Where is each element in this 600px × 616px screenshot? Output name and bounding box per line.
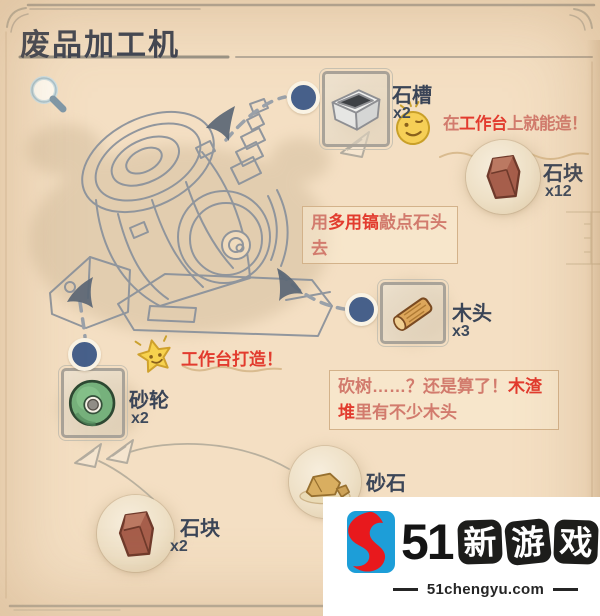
item-stone-block-big[interactable] bbox=[466, 140, 540, 214]
tip-bubble-wood: 砍树……？还是算了！木渣堆里有不少木头 bbox=[329, 370, 559, 430]
watermark-brand-row: 51 新 游 戏 bbox=[323, 497, 600, 577]
machine-sketch bbox=[49, 98, 333, 337]
note-bench-inline-em: 工作台 bbox=[459, 115, 508, 133]
item-label-grinding-wheel: 砂轮 bbox=[129, 390, 169, 412]
item-count-grinding-wheel: x2 bbox=[131, 410, 149, 427]
sand-stone-icon bbox=[299, 472, 351, 505]
grinding-wheel-icon bbox=[68, 379, 116, 427]
tip-bubble-pickaxe: 用多用镐敲点石头去 bbox=[302, 206, 458, 264]
tip-pickaxe-em: 多用镐 bbox=[328, 213, 379, 232]
watermark-site-url: 51chengyu.com bbox=[426, 581, 545, 598]
tip-wood-pre: 砍树……？还是算了！ bbox=[338, 377, 508, 396]
item-label-sand-stone: 砂石 bbox=[366, 473, 406, 495]
magnifier-icon[interactable] bbox=[30, 76, 67, 113]
item-stone-block-small[interactable] bbox=[97, 495, 174, 572]
item-count-wood: x3 bbox=[452, 323, 470, 340]
node-dot-grinding-wheel bbox=[68, 338, 101, 371]
item-wood[interactable] bbox=[376, 278, 450, 348]
paper-edge-shade bbox=[586, 40, 600, 520]
page-title: 废品加工机 bbox=[20, 29, 180, 62]
stone-block-icon bbox=[486, 155, 521, 199]
item-label-stone-trough: 石槽 bbox=[392, 85, 432, 107]
item-label-wood: 木头 bbox=[452, 303, 492, 325]
item-grinding-wheel[interactable] bbox=[57, 364, 129, 442]
tip-wood-em: 木渣堆 bbox=[338, 377, 542, 422]
watermark-site-row: 51chengyu.com bbox=[393, 581, 578, 598]
tip-pickaxe-pre: 用 bbox=[311, 213, 328, 232]
thin-connectors bbox=[98, 442, 290, 500]
item-label-stone-block-small: 石块 bbox=[180, 518, 220, 540]
item-label-stone-block-big: 石块 bbox=[543, 163, 583, 185]
item-stone-trough[interactable] bbox=[318, 67, 394, 151]
node-dot-stone-trough bbox=[287, 81, 320, 114]
watermark-dash-left bbox=[393, 588, 418, 591]
wood-log-icon bbox=[393, 297, 433, 331]
note-bench-craft: 工作台打造！ bbox=[181, 350, 283, 369]
tip-wood-post: 里有不少木头 bbox=[355, 403, 457, 422]
watermark-dash-right bbox=[553, 588, 578, 591]
watermark-stamp-3: 戏 bbox=[552, 519, 599, 565]
watermark-stamp-1: 新 bbox=[456, 519, 503, 565]
item-count-stone-block-small: x2 bbox=[170, 538, 188, 555]
tip-pickaxe-post: 敲点石头去 bbox=[311, 213, 447, 258]
item-count-stone-trough: x2 bbox=[393, 105, 411, 122]
watermark-stamp-2: 游 bbox=[503, 517, 552, 567]
51-logo-icon bbox=[347, 511, 395, 573]
star-emote-icon bbox=[134, 335, 171, 373]
smiley-emote-icon bbox=[396, 100, 430, 145]
note-bench-inline-post: 上就能造！ bbox=[507, 115, 588, 133]
stone-block-icon bbox=[118, 510, 154, 557]
stone-trough-icon bbox=[331, 89, 381, 131]
sparkle-arrows bbox=[67, 106, 303, 308]
note-bench-inline-pre: 在 bbox=[443, 115, 460, 133]
item-count-stone-block-big: x12 bbox=[545, 183, 572, 200]
note-bench-inline: 在工作台上就能造！ bbox=[443, 110, 588, 134]
node-dot-wood bbox=[345, 293, 378, 326]
watermark-brand-number: 51 bbox=[401, 514, 455, 570]
faint-table-sketch bbox=[566, 211, 600, 265]
watermark: 51 新 游 戏 51chengyu.com bbox=[323, 497, 600, 616]
